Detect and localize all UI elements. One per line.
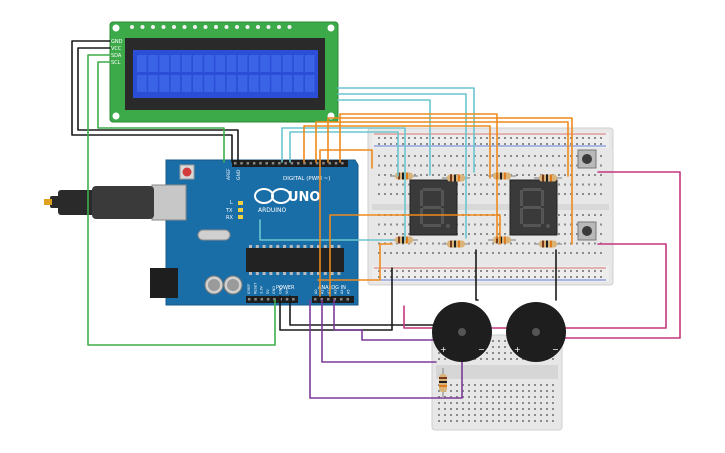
arduino-logo: UNO ARDUINO — [254, 188, 321, 214]
analog-pin-label: A5 — [347, 289, 351, 294]
svg-text:−: − — [478, 345, 485, 354]
lcd-pin-vcc: VCC — [111, 46, 122, 52]
seven-segment-display-left[interactable] — [409, 179, 458, 236]
analog-pin-label: A0 — [314, 289, 318, 294]
buzzer-right[interactable]: + − — [506, 302, 566, 362]
power-header — [246, 296, 298, 303]
seven-segment-display-right[interactable] — [509, 179, 558, 236]
digital-label: DIGITAL (PWM ~) — [283, 176, 330, 182]
digital-header — [232, 160, 348, 167]
svg-text:GND: GND — [236, 169, 242, 180]
analog-pin-label: A2 — [327, 289, 331, 294]
lcd-pin-scl: SCL — [111, 60, 121, 66]
reset-button[interactable] — [182, 167, 192, 177]
lcd-character-grid — [137, 55, 315, 92]
analog-header — [312, 296, 354, 303]
svg-text:+: + — [514, 345, 521, 354]
lcd-pin-labels: GND VCC SDA SCL — [111, 39, 123, 66]
pushbutton-bottom[interactable] — [577, 221, 597, 241]
lcd-pin-sda: SDA — [111, 53, 122, 59]
crystal-oscillator — [197, 229, 231, 241]
power-pin-label: RESET — [253, 282, 257, 294]
resistor-small-breadboard — [439, 368, 447, 398]
lcd-top-pins — [130, 25, 292, 29]
svg-text:TX: TX — [225, 208, 233, 214]
svg-text:ARDUINO: ARDUINO — [258, 207, 287, 214]
atmega-chip — [246, 248, 344, 272]
power-pin-label: Vin — [285, 288, 289, 294]
pushbutton-top[interactable] — [577, 149, 597, 169]
svg-text:L: L — [230, 200, 233, 206]
analog-pin-label: A3 — [334, 289, 338, 294]
svg-text:RX: RX — [226, 215, 233, 221]
svg-text:+: + — [440, 345, 447, 354]
power-pin-label: 3.3V — [260, 285, 264, 294]
usb-port — [151, 184, 187, 221]
power-label: POWER — [276, 285, 295, 291]
lcd-pin-gnd: GND — [111, 39, 123, 45]
lcd-module[interactable]: GND VCC SDA SCL — [109, 21, 339, 123]
svg-text:UNO: UNO — [288, 190, 321, 205]
analog-label: ANALOG IN — [318, 285, 346, 291]
analog-pin-label: A1 — [321, 289, 325, 294]
svg-text:AREF: AREF — [226, 168, 232, 180]
power-pin-label: GND — [279, 286, 283, 294]
usb-cable — [44, 186, 154, 219]
power-pin-label: 5V — [266, 289, 270, 294]
buzzer-left[interactable]: + − — [432, 302, 492, 362]
resistors — [390, 172, 562, 248]
power-pin-label: GND — [272, 286, 276, 294]
power-pin-label: IOREF — [247, 284, 251, 294]
wires — [71, 40, 681, 399]
power-jack — [150, 268, 178, 298]
arduino-uno-board[interactable]: UNO ARDUINO DIGITAL (PWM ~) AREF GND L T… — [150, 159, 359, 306]
analog-pin-label: A4 — [340, 289, 344, 294]
svg-text:−: − — [552, 345, 559, 354]
